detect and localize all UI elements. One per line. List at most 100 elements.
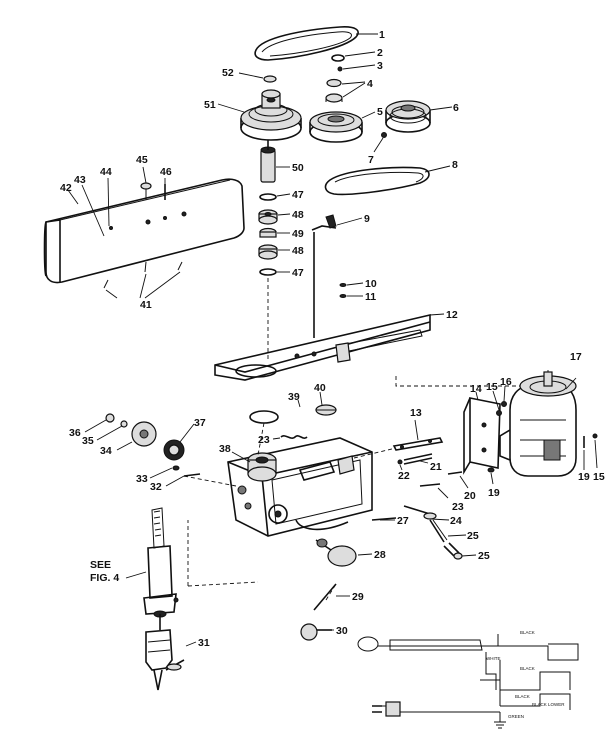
- handle-rod-29: [313, 583, 337, 611]
- spacer-4: [325, 78, 343, 103]
- bearing-48-lower: [258, 244, 278, 260]
- label-21: 21: [430, 461, 442, 473]
- screws-41: [103, 261, 183, 289]
- key-3: [337, 66, 343, 72]
- spacer-49: [259, 227, 277, 238]
- label-48-upper: 48: [292, 209, 304, 221]
- label-25-lower: 25: [478, 550, 490, 562]
- wire-label-green: GREEN: [508, 714, 524, 719]
- label-33: 33: [136, 473, 148, 485]
- label-9: 9: [364, 213, 370, 225]
- see-note-line2: FIG. 4: [90, 572, 119, 584]
- nut-52: [263, 75, 277, 83]
- motor-17: [499, 371, 577, 477]
- label-14: 14: [470, 383, 482, 395]
- wire-label-black-lower: BLACK LOWER: [532, 702, 565, 707]
- label-7: 7: [368, 154, 374, 166]
- nut-15-right: [592, 433, 598, 439]
- label-35: 35: [82, 435, 94, 447]
- bearing-40: [315, 404, 337, 416]
- chuck-31: [145, 629, 173, 691]
- label-32: 32: [150, 481, 162, 493]
- spindle-50: [260, 140, 276, 183]
- washer-11: [339, 294, 347, 298]
- idler-pulley-5: [309, 111, 363, 143]
- part-numbers: 1 2 3 4 5 6 7 8 9 10 11 12 13 14 15 16 1…: [60, 29, 605, 649]
- label-12: 12: [446, 309, 458, 321]
- label-17: 17: [570, 351, 582, 363]
- label-3: 3: [377, 60, 383, 72]
- label-50: 50: [292, 162, 304, 174]
- label-46: 46: [160, 166, 172, 178]
- head-plate-12: [214, 313, 431, 381]
- rod-21: [403, 453, 433, 465]
- set-screw-2: [331, 54, 345, 62]
- label-52: 52: [222, 67, 234, 79]
- label-15-lower: 15: [593, 471, 605, 483]
- label-47-lower: 47: [292, 267, 304, 279]
- belt-guard-42: [43, 178, 245, 284]
- belt-lower-8: [324, 166, 430, 196]
- gear-37: [163, 439, 185, 461]
- label-15-upper: 15: [486, 381, 498, 393]
- bolt-20: [447, 471, 463, 475]
- spindle-pulley-51: [240, 89, 302, 141]
- label-42: 42: [60, 182, 72, 194]
- pin-22: [397, 459, 403, 465]
- label-40: 40: [314, 382, 326, 394]
- label-30: 30: [336, 625, 348, 637]
- label-19-left: 19: [488, 487, 500, 499]
- washer-35: [120, 420, 128, 428]
- label-38: 38: [219, 443, 231, 455]
- label-23-right: 23: [452, 501, 464, 513]
- label-19-right: 19: [578, 471, 590, 483]
- bolt-19: [487, 467, 495, 473]
- label-6: 6: [453, 102, 459, 114]
- label-23-left: 23: [258, 434, 270, 446]
- label-11: 11: [365, 291, 376, 303]
- rail-13: [392, 437, 444, 451]
- bearing-48-upper: [258, 209, 278, 225]
- rod-27: [371, 517, 397, 521]
- snap-ring-47-upper: [259, 193, 277, 201]
- nut-16: [501, 401, 507, 407]
- bolt-15: [496, 410, 502, 416]
- knob-30: [300, 623, 332, 641]
- wire-label-black-3: BLACK: [515, 694, 530, 699]
- label-10: 10: [365, 278, 377, 290]
- label-8: 8: [452, 159, 458, 171]
- label-45: 45: [136, 154, 148, 166]
- belt-upper: [254, 26, 359, 61]
- wire-label-black-1: BLACK: [520, 630, 535, 635]
- motor-pulley-6: [385, 100, 431, 133]
- label-51: 51: [204, 99, 216, 111]
- snap-ring-47-lower: [259, 268, 277, 276]
- set-screw-7: [381, 132, 387, 138]
- ring-39: [249, 410, 279, 424]
- label-27: 27: [397, 515, 409, 527]
- screw-36: [105, 413, 115, 423]
- spring-23-right: [419, 483, 441, 487]
- label-22: 22: [398, 470, 410, 482]
- head-casting-38: [227, 437, 373, 537]
- label-31: 31: [198, 637, 210, 649]
- label-13: 13: [410, 407, 422, 419]
- label-48-lower: 48: [292, 245, 304, 257]
- label-16-upper: 16: [500, 376, 512, 388]
- label-39: 39: [288, 391, 300, 403]
- spring-23-left: [280, 435, 308, 439]
- wire-label-white: WHITE: [486, 656, 501, 661]
- label-1: 1: [379, 29, 385, 41]
- wire-label-black-2: BLACK: [520, 666, 535, 671]
- screw-10: [339, 283, 347, 287]
- label-25-upper: 25: [467, 530, 479, 542]
- screw-33: [172, 465, 180, 471]
- label-49: 49: [292, 228, 304, 240]
- label-20: 20: [464, 490, 476, 502]
- pin-32: [183, 473, 201, 477]
- see-fig-4-note: SEE FIG. 4: [90, 559, 147, 584]
- handle-26: [443, 542, 463, 560]
- shaft-25: [429, 519, 448, 543]
- motor-bracket-14: [463, 397, 501, 475]
